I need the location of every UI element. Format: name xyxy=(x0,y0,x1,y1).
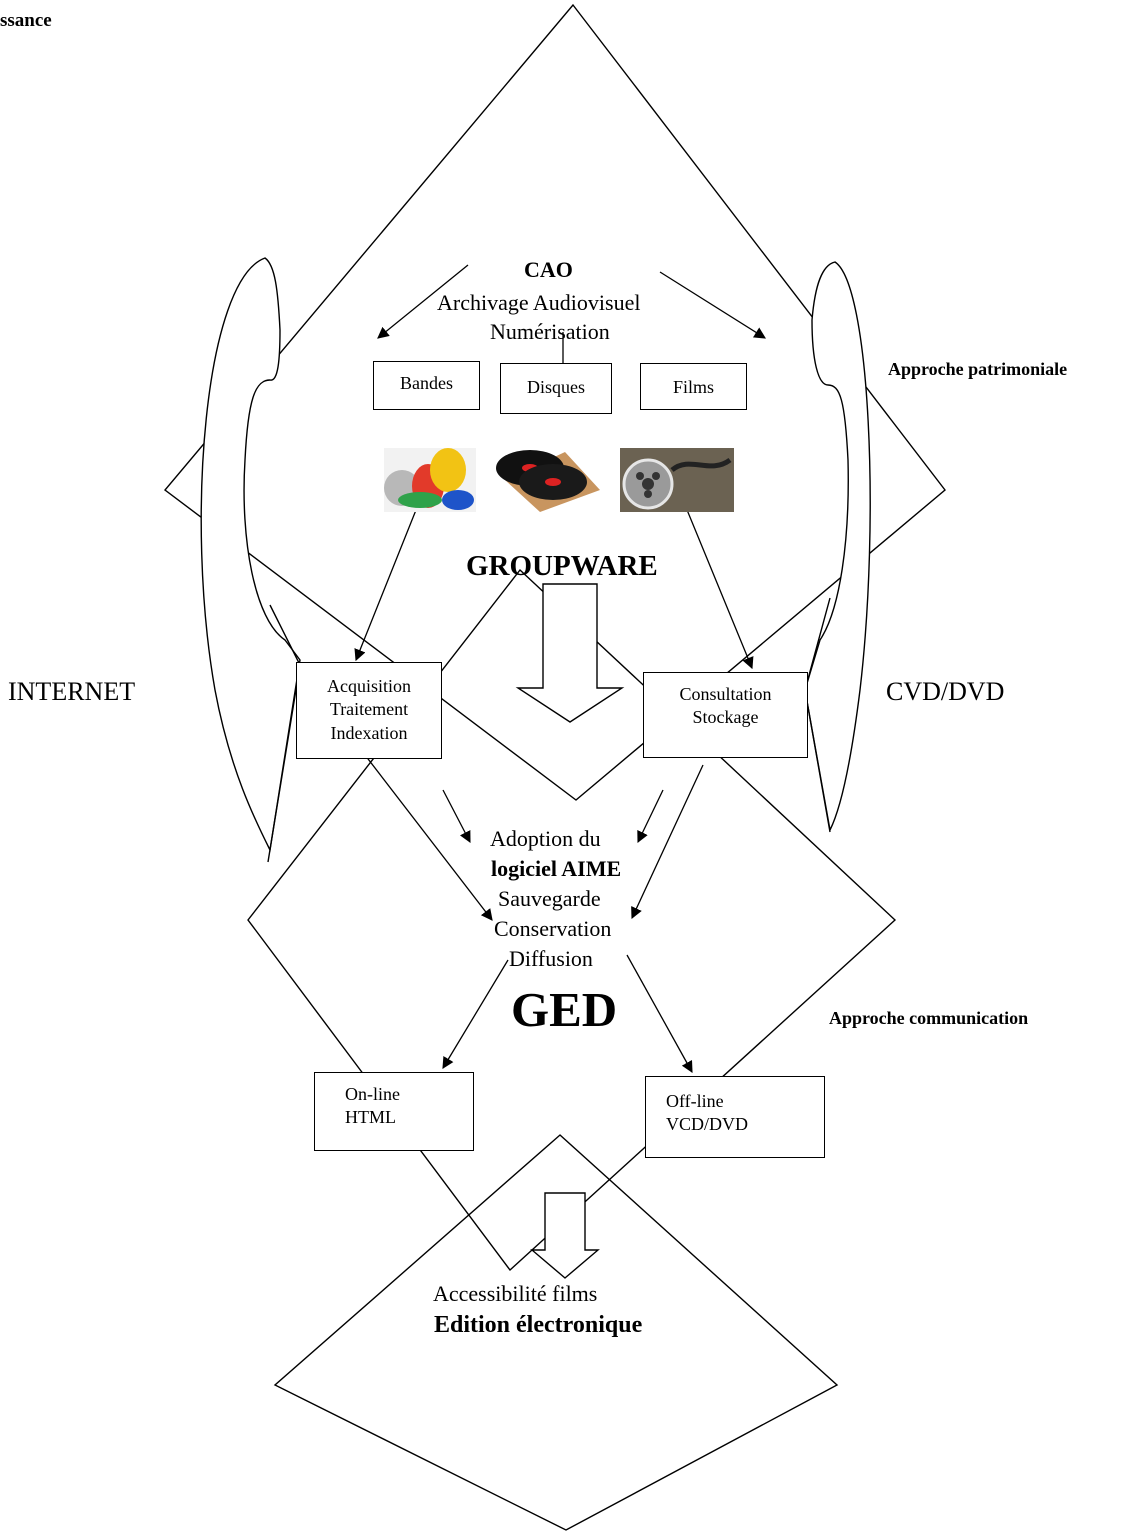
edition-label: Edition électronique xyxy=(434,1312,643,1338)
arrow-bandes-acquisition xyxy=(354,504,419,662)
arrow-cao-right xyxy=(659,271,766,339)
corner-text: ssance xyxy=(0,10,52,31)
approche-communication-label: Approche communication xyxy=(829,1008,1029,1028)
online-box: On-line HTML xyxy=(314,1072,474,1151)
approche-patrimoniale-label: Approche patrimoniale xyxy=(888,359,1068,379)
adoption-line1: Adoption du xyxy=(490,826,601,851)
cao-title: CAO xyxy=(524,257,573,282)
numerisation-label: Numérisation xyxy=(490,319,610,344)
adoption-line4: Conservation xyxy=(494,916,612,941)
groupware-label: GROUPWARE xyxy=(466,550,658,582)
adoption-line5: Diffusion xyxy=(509,946,593,971)
acquisition-box: Acquisition Traitement Indexation xyxy=(296,662,442,759)
records-picture xyxy=(496,450,600,512)
groupware-down-arrow xyxy=(515,583,625,723)
tapes-picture xyxy=(384,448,476,512)
left-curved-arrow xyxy=(200,257,301,853)
film-reel-picture xyxy=(620,448,734,512)
archivage-label: Archivage Audiovisuel xyxy=(437,290,641,315)
bandes-box: Bandes xyxy=(373,361,480,410)
bottom-down-arrow xyxy=(530,1192,600,1279)
adoption-line2: logiciel AIME xyxy=(491,856,622,881)
arrow-cao-left xyxy=(377,264,469,339)
disques-box: Disques xyxy=(500,363,612,414)
ged-label: GED xyxy=(511,982,618,1037)
middle-diamond xyxy=(247,568,897,1272)
films-box: Films xyxy=(640,363,747,410)
bottom-diamond xyxy=(273,1134,839,1531)
adoption-line3: Sauvegarde xyxy=(498,886,601,911)
cvd-dvd-label: CVD/DVD xyxy=(886,677,1005,706)
consultation-box: Consultation Stockage xyxy=(643,672,808,758)
right-curved-arrow xyxy=(804,261,871,833)
accessibilite-label: Accessibilité films xyxy=(433,1281,598,1306)
internet-label: INTERNET xyxy=(8,677,136,706)
offline-box: Off-line VCD/DVD xyxy=(645,1076,825,1158)
arrow-films-consultation xyxy=(684,504,754,670)
